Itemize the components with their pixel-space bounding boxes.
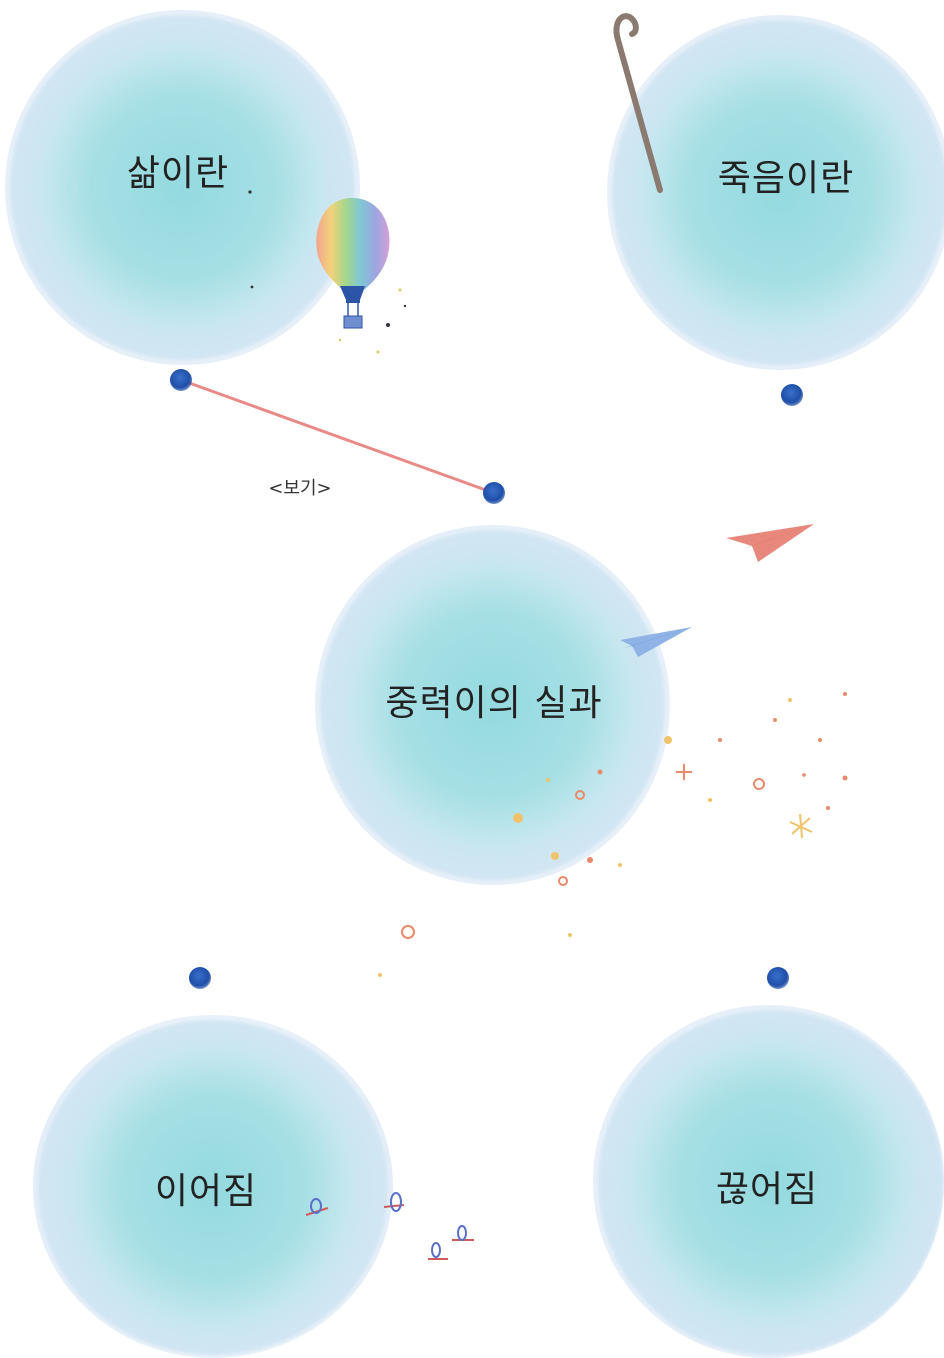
label-disconnection: 끊어짐 xyxy=(715,1169,819,1210)
bubble-life xyxy=(10,15,355,360)
bubble-life-halo xyxy=(5,10,360,365)
label-death: 죽음이란 xyxy=(717,158,855,199)
node-life[interactable] xyxy=(170,369,192,391)
label-gravity: 중력이의 실과 xyxy=(385,683,603,724)
node-disconnection[interactable] xyxy=(767,967,789,989)
bubble-death xyxy=(612,20,944,365)
link-label: <보기> xyxy=(268,478,332,499)
label-connection: 이어짐 xyxy=(154,1171,258,1212)
bubble-disconnection-halo xyxy=(593,1005,944,1358)
hot-air-balloon-icon xyxy=(316,198,407,354)
bubble-disconnection xyxy=(598,1010,943,1355)
node-death[interactable] xyxy=(781,384,803,406)
node-gravity[interactable] xyxy=(483,482,505,504)
node-connection[interactable] xyxy=(189,967,211,989)
cane-icon xyxy=(613,13,663,193)
sparkle-icon xyxy=(378,698,792,977)
paper-plane-icon xyxy=(726,524,814,562)
link-line xyxy=(179,378,496,495)
bubble-death-halo xyxy=(607,15,944,370)
bubble-gravity-halo xyxy=(315,525,670,885)
bubble-connection xyxy=(38,1020,388,1355)
label-life: 삶이란 xyxy=(126,153,230,194)
dragonfly-icon xyxy=(305,1192,474,1260)
bubble-connection-halo xyxy=(33,1015,393,1358)
bubble-gravity xyxy=(320,530,665,880)
paper-plane-icon xyxy=(620,627,692,657)
